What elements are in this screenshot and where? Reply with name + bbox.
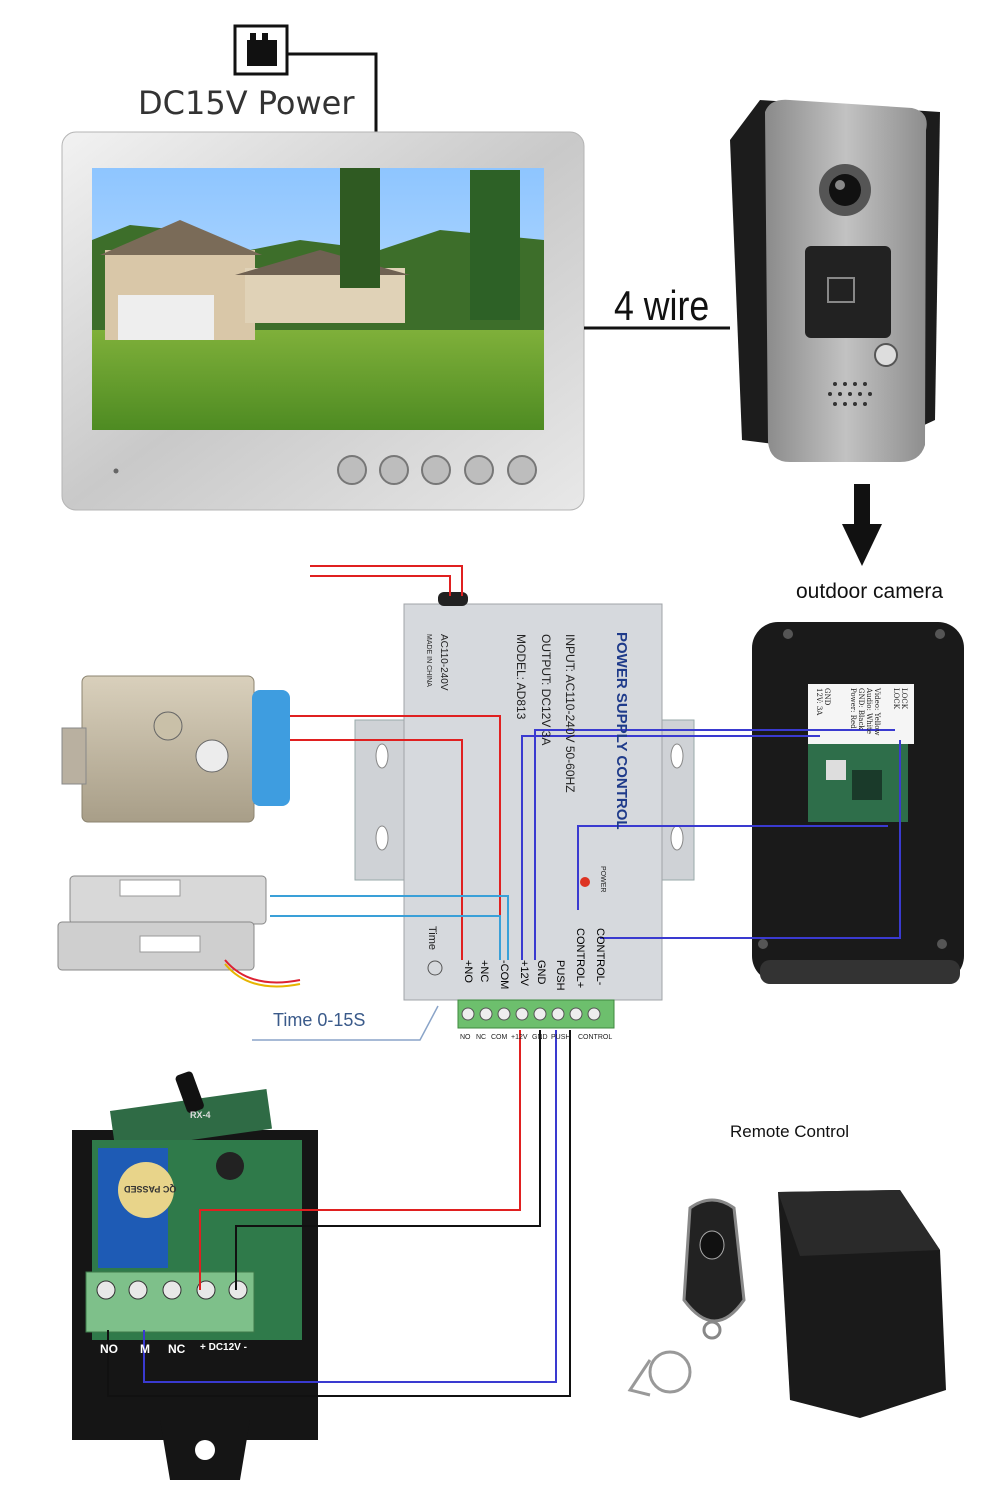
psu-terminal-gnd: GND bbox=[535, 960, 547, 985]
psu-input: INPUT: AC110-240V 50-60HZ bbox=[563, 634, 577, 793]
relay-module-model: RX-4 bbox=[190, 1110, 211, 1120]
time-range-label: Time 0-15S bbox=[273, 1010, 366, 1030]
bottom-terminal-no: NO bbox=[460, 1034, 471, 1041]
psu-ac-rating: AC110-240V bbox=[438, 634, 449, 691]
outdoor-camera-front bbox=[730, 99, 940, 462]
relay-terminal-nc: NC bbox=[168, 1342, 186, 1356]
wire-label: 4 wire bbox=[614, 282, 710, 329]
outdoor-camera-label: outdoor camera bbox=[796, 580, 944, 603]
monitor-buttons bbox=[337, 455, 537, 485]
relay-qc-badge: QC PASSED bbox=[124, 1184, 177, 1194]
psu-terminal-control-plus: CONTROL+ bbox=[574, 928, 586, 989]
relay-terminal-dc12v: + DC12V - bbox=[200, 1342, 247, 1353]
camera-label-lock-2: LOCK bbox=[892, 688, 900, 709]
psu-output: OUTPUT: DC12V 3A bbox=[539, 634, 553, 746]
psu-made-in: MADE IN CHINA bbox=[425, 634, 432, 687]
psu-terminal-com: -COM bbox=[498, 960, 510, 990]
bottom-terminal-control: CONTROL bbox=[578, 1034, 613, 1041]
remote-receiver-box bbox=[778, 1190, 946, 1418]
psu-terminal-control-minus: CONTROL- bbox=[594, 928, 606, 986]
psu-terminal-push: PUSH bbox=[554, 960, 566, 991]
power-label: DC15V Power bbox=[138, 84, 355, 122]
psu-terminal-12v: +12V bbox=[518, 960, 530, 986]
bottom-terminal-gnd: GND bbox=[532, 1034, 548, 1041]
outdoor-camera-back bbox=[752, 622, 964, 984]
psu-title: POWER SUPPLY CONTROL bbox=[613, 632, 630, 830]
indoor-monitor bbox=[61, 131, 585, 511]
camera-label-lock-1: LOCK bbox=[900, 688, 908, 709]
bottom-terminal-nc: NC bbox=[476, 1034, 487, 1041]
relay-module bbox=[72, 1071, 318, 1480]
psu-model: MODEL: AD813 bbox=[514, 634, 528, 720]
camera-label-gnd-black: GND: Black bbox=[857, 688, 865, 730]
camera-label-power: Power: Red bbox=[849, 688, 857, 729]
camera-label-12v: 12V: 3A bbox=[815, 688, 823, 716]
bottom-terminal-push: PUSH bbox=[551, 1034, 571, 1041]
bottom-terminal-com: COM bbox=[491, 1034, 508, 1041]
bolt-lock bbox=[57, 875, 301, 988]
remote-control-label: Remote Control bbox=[730, 1122, 850, 1141]
arrow-down-icon bbox=[842, 484, 882, 566]
relay-terminal-m: M bbox=[140, 1342, 150, 1356]
electric-lock bbox=[61, 675, 290, 823]
power-plug-icon bbox=[233, 24, 378, 132]
remote-key-fob bbox=[627, 1198, 746, 1397]
power-supply-unit bbox=[354, 592, 695, 1029]
psu-power-led-label: POWER bbox=[599, 866, 606, 893]
wires bbox=[107, 565, 901, 1397]
psu-terminal-nc: +NC bbox=[478, 960, 490, 983]
camera-label-audio: Audio: White bbox=[865, 688, 873, 734]
relay-terminal-no: NO bbox=[100, 1342, 118, 1356]
psu-time-label: Time bbox=[426, 926, 438, 951]
camera-label-gnd: GND bbox=[823, 688, 831, 706]
psu-terminal-no: +NO bbox=[462, 960, 474, 983]
camera-label-video: Video: Yellow bbox=[873, 688, 881, 736]
bottom-terminal-12v: +12V bbox=[511, 1034, 528, 1041]
